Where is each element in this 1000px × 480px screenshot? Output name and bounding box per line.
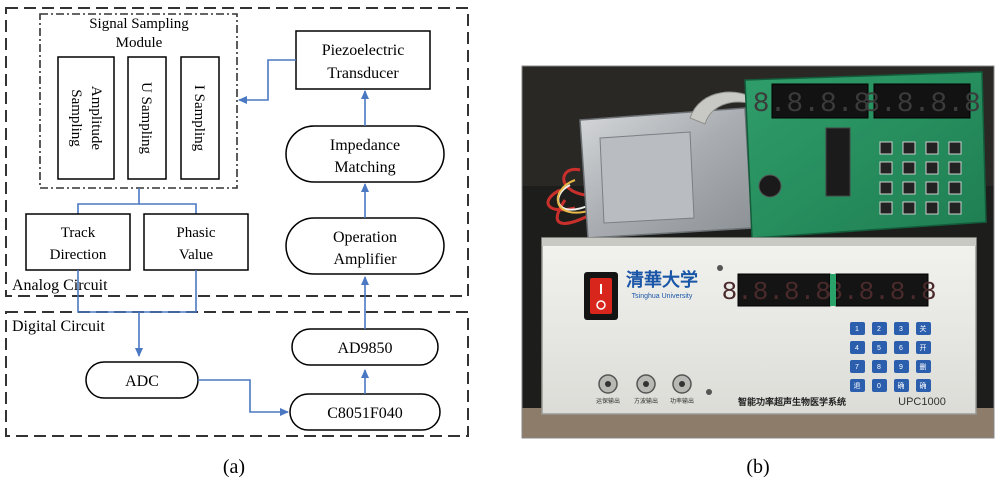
caption-b: (b) (746, 456, 769, 478)
keypad-key-label: 7 (855, 364, 859, 371)
keypad-key[interactable] (850, 379, 865, 392)
keypad-key[interactable] (894, 379, 909, 392)
keypad-key-label: 5 (877, 345, 881, 352)
piezoelectric-transducer-line1: Piezoelectric (322, 42, 405, 59)
university-logo-subtitle: Tsinghua University (632, 293, 693, 300)
pcb-buzzer (758, 174, 782, 198)
operation-amplifier-line2: Amplifier (333, 251, 397, 268)
phasic-value-line2: Value (179, 247, 213, 263)
keypad-key[interactable] (894, 360, 909, 373)
keypad-key[interactable] (916, 379, 931, 392)
model-number: UPC1000 (898, 396, 946, 408)
phasic-to-adc-line (139, 270, 197, 313)
pcb-display-left (771, 83, 869, 119)
sampling-module-title-line2: Module (116, 35, 163, 51)
front-display-right (835, 273, 929, 307)
keypad-key-label: 关 (920, 324, 927, 333)
keypad-key[interactable] (894, 322, 909, 335)
adc-label: ADC (125, 373, 159, 390)
keypad-key-label: 3 (899, 326, 903, 333)
front-display-left-digits: 8.8.8.8. (722, 277, 847, 307)
piezo-to-module-line (238, 59, 296, 104)
port-label-1: 运保输出 (596, 397, 620, 405)
port-label-3: 功率输出 (670, 397, 694, 405)
keypad-key-label: 8 (877, 364, 881, 371)
pcb-display-right (873, 83, 971, 119)
ad9850-label: AD9850 (337, 340, 392, 357)
operation-amplifier-line1: Operation (333, 229, 397, 246)
track-direction-line1: Track (61, 225, 96, 241)
amplitude-sampling-line1: Amplitude (88, 86, 104, 151)
i-sampling-label: I Sampling (191, 85, 207, 152)
phasic-value-line1: Phasic (176, 225, 216, 241)
track-direction-line2: Direction (50, 247, 107, 263)
pcb-display-left-digits: 8.8.8.8. (753, 89, 887, 120)
module-to-track-line (77, 188, 140, 214)
sampling-module-title-line1: Signal Sampling (89, 16, 189, 32)
pcb-display-right-digits: 8.8.8.8 (863, 89, 981, 120)
keypad-key[interactable] (872, 379, 887, 392)
keypad-key-label: 退 (854, 381, 861, 390)
keypad-key[interactable] (894, 341, 909, 354)
impedance-matching-line1: Impedance (330, 137, 400, 154)
pcb-button-grid (879, 141, 962, 215)
keypad-key-label: 删 (920, 362, 927, 371)
keypad-key-label: 开 (920, 344, 927, 352)
analog-circuit-region (5, 7, 469, 297)
amplitude-sampling-line2: Sampling (68, 89, 84, 147)
analog-circuit-label: Analog Circuit (12, 277, 108, 294)
u-sampling-label: U Sampling (138, 82, 154, 155)
impedance-matching-line2: Matching (334, 159, 395, 176)
front-display-right-digits: 8.8.8.8 (827, 277, 936, 307)
keypad-key-label: 9 (899, 364, 903, 371)
piezoelectric-transducer-block (295, 30, 431, 90)
adc-to-mcu-line (198, 379, 289, 416)
amplitude-sampling-block (57, 56, 115, 180)
keypad-key-label: 4 (855, 345, 859, 352)
keypad-key[interactable] (872, 341, 887, 354)
i-sampling-block (180, 56, 220, 180)
keypad-key-label: 确 (898, 381, 905, 390)
device-photo: 8.8.8.8. 8.8.8.8 清華大学 Tsinghua Universit… (521, 65, 995, 478)
system-name: 智能功率超声生物医学系统 (738, 396, 846, 408)
keypad-key[interactable] (916, 360, 931, 373)
keypad-key-label: 2 (877, 326, 881, 333)
bnc-connectors[interactable] (598, 374, 692, 394)
digital-circuit-region (5, 311, 469, 437)
keypad-key-label: 0 (877, 383, 881, 390)
front-display-left (737, 273, 831, 307)
keypad-key[interactable] (850, 341, 865, 354)
keypad-key[interactable] (916, 341, 931, 354)
c8051f040-label: C8051F040 (327, 405, 403, 422)
university-logo: 清華大学 (626, 269, 698, 291)
block-diagram: Analog Circuit Digital Circuit Signal Sa… (5, 7, 469, 478)
keypad-key[interactable] (872, 322, 887, 335)
track-direction-block (25, 213, 131, 271)
keypad-key-label: 1 (855, 326, 859, 333)
keypad-key[interactable] (872, 360, 887, 373)
keypad-key[interactable] (850, 322, 865, 335)
keypad-key-label: 确 (920, 381, 927, 390)
pcb-microcontroller (825, 127, 851, 197)
caption-a: (a) (223, 456, 245, 478)
keypad-key[interactable] (850, 360, 865, 373)
module-to-phasic-line (139, 203, 197, 214)
digital-circuit-label: Digital Circuit (12, 318, 105, 335)
u-sampling-block (127, 56, 167, 180)
front-keypad[interactable]: 1 2 3 关 4 5 6 开 7 8 9 删 退 0 确 确 (850, 322, 931, 392)
track-to-adc-line (77, 270, 143, 357)
piezoelectric-transducer-line2: Transducer (327, 65, 399, 82)
port-label-2: 方波输出 (634, 397, 658, 405)
keypad-key-label: 6 (899, 345, 903, 352)
keypad-key[interactable] (916, 322, 931, 335)
